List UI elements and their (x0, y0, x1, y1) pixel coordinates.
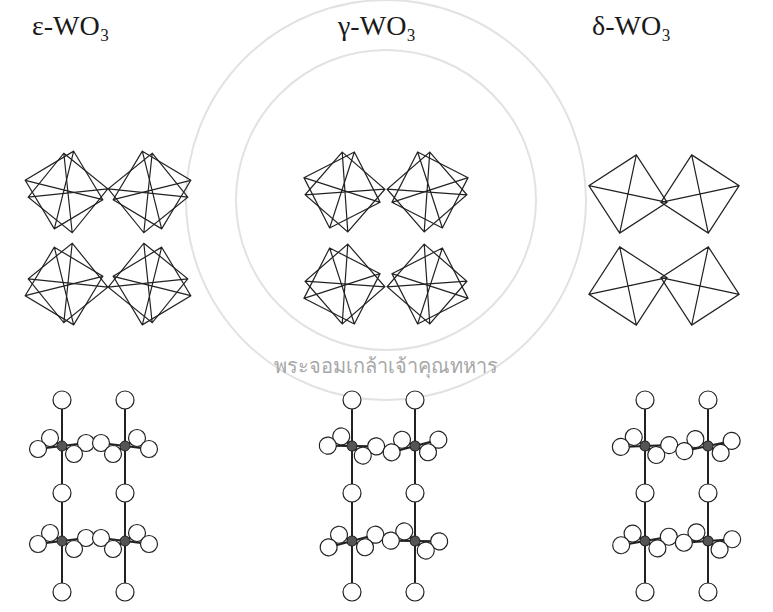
watermark-text: พระจอมเกล้าเจ้าคุณทหาร (274, 350, 498, 382)
ball-stick-epsilon (30, 391, 158, 601)
phase-title: γ-WO₃ (338, 10, 416, 42)
phase-title: ε-WO₃ (32, 10, 110, 42)
ball-stick-delta (611, 391, 742, 601)
phase-title: δ-WO₃ (592, 10, 671, 42)
seal-watermark (186, 0, 586, 400)
polyhedra-delta (581, 147, 748, 334)
polyhedra-gamma (292, 140, 481, 337)
ball-stick-gamma (318, 391, 450, 601)
polyhedra-epsilon (16, 142, 201, 335)
